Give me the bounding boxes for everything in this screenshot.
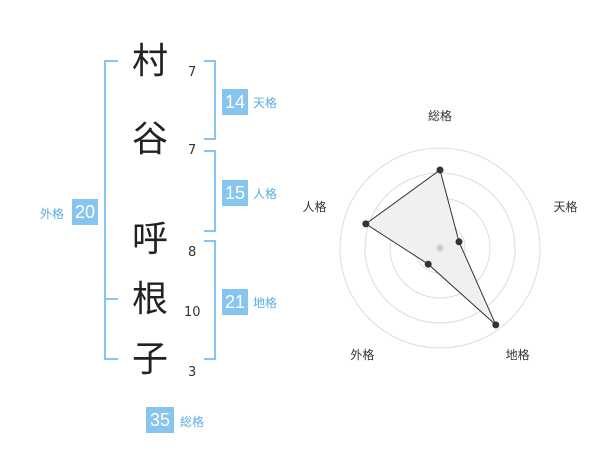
radar-point [362, 220, 370, 228]
radar-center-dot [436, 244, 444, 252]
radar-point [492, 321, 500, 329]
ten-value-badge: 14 [222, 89, 248, 115]
outer-bracket [104, 60, 118, 360]
gai-label: 外格 [40, 207, 65, 221]
jin-label: 人格 [253, 187, 278, 201]
chi-value-badge: 21 [222, 289, 248, 315]
radar-point [436, 166, 444, 174]
sou-label: 総格 [180, 415, 205, 429]
stroke-count-1: 7 [188, 65, 197, 80]
radar-points [362, 166, 500, 329]
radar-axis-label: 外格 [350, 347, 374, 362]
jin-value-badge: 15 [222, 180, 248, 206]
gai-value-badge: 20 [72, 199, 98, 225]
radar-axis-label: 人格 [302, 199, 326, 214]
name-char-3: 呼 [131, 219, 168, 260]
stroke-count-5: 3 [188, 365, 197, 380]
ten-label: 天格 [253, 96, 278, 110]
name-char-5: 子 [131, 339, 168, 380]
stroke-count-3: 8 [188, 245, 197, 260]
name-char-1: 村 [131, 41, 168, 82]
jin-bracket [204, 150, 216, 232]
radar-area [364, 169, 497, 326]
chi-bracket [204, 240, 216, 360]
radar-axis-label: 地格 [506, 347, 530, 362]
radar-point [424, 260, 432, 268]
stroke-count-2: 7 [188, 143, 197, 158]
chi-label: 地格 [253, 296, 278, 310]
name-char-2: 谷 [131, 119, 168, 160]
name-char-4: 根 [131, 279, 168, 320]
radar-ring-4 [339, 147, 541, 349]
stroke-count-4: 10 [184, 305, 201, 320]
radar-axis-label: 天格 [553, 199, 577, 214]
outer-bracket-divider [104, 298, 118, 300]
ten-bracket [204, 60, 216, 140]
radar-axis-label: 総格 [428, 110, 452, 123]
radar-point [455, 238, 463, 246]
sou-value-badge: 35 [146, 407, 174, 433]
